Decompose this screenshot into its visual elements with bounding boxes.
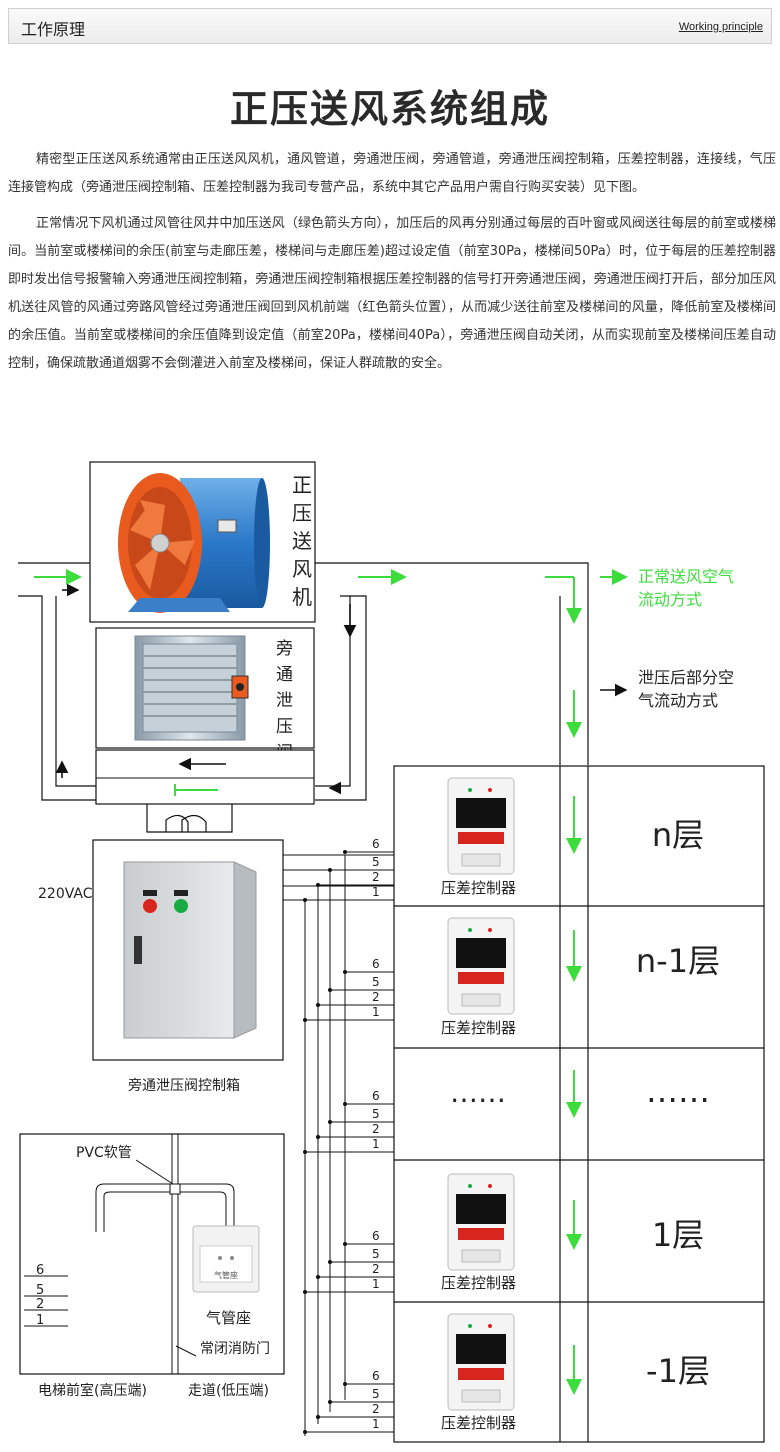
install-detail-lines: [24, 1134, 235, 1374]
paragraph-intro: 精密型正压送风系统通常由正压送风风机，通风管道，旁通泄压阀，旁通管道，旁通泄压阀…: [8, 152, 776, 195]
duct-lines: [18, 562, 589, 801]
control-box-image: [123, 861, 257, 1039]
wire-number: 1: [372, 1005, 380, 1019]
floor-labels: n层 n-1层 …… 1层 -1层: [636, 816, 720, 1390]
svg-text:正常送风空气: 正常送风空气: [638, 567, 734, 586]
svg-text:气管座: 气管座: [214, 1270, 238, 1280]
wire-number: 6: [372, 1089, 380, 1103]
controller-label: 压差控制器: [441, 1274, 516, 1292]
floor-label-n-1: n-1层: [636, 942, 720, 980]
front-room-label: 电梯前室(高压端): [38, 1382, 147, 1399]
fan-image: [118, 473, 270, 613]
wire-number: 6: [372, 837, 380, 851]
valve-image: [134, 635, 249, 741]
fan-label: 正 压 送 风 机: [292, 473, 312, 609]
svg-text:旁: 旁: [276, 639, 293, 659]
controller-label: 压差控制器: [441, 1019, 516, 1037]
wire-number: 6: [372, 957, 380, 971]
fire-door-label: 常闭消防门: [200, 1341, 270, 1357]
valve-label: 旁 通 泄 压 阀: [276, 639, 293, 763]
controller-dots: ……: [450, 1076, 506, 1109]
svg-text:机: 机: [292, 585, 312, 609]
pressure-controller-1: [447, 917, 515, 1015]
wire-number: 2: [372, 1262, 380, 1276]
valve-connector: [146, 804, 233, 833]
wire-number: 5: [372, 1387, 380, 1401]
pvc-label: PVC软管: [76, 1145, 132, 1161]
wire-number: 1: [372, 1417, 380, 1431]
power-label: 220VAC: [38, 886, 93, 902]
pressure-controller-0: [447, 777, 515, 875]
wire-number: 2: [372, 870, 380, 884]
pressure-controller-4: [447, 1313, 515, 1411]
svg-text:5: 5: [36, 1283, 44, 1298]
wire-number: 1: [372, 1277, 380, 1291]
section-subtitle-en[interactable]: Working principle: [678, 21, 763, 33]
wire-numbers: 6 521: [372, 957, 380, 1019]
main-title: 正压送风系统组成: [229, 87, 550, 131]
svg-text:泄压后部分空: 泄压后部分空: [638, 668, 734, 687]
svg-text:送: 送: [292, 529, 312, 553]
svg-text:风: 风: [292, 557, 312, 581]
floor-label-minus-1: -1层: [646, 1352, 710, 1390]
svg-text:压: 压: [276, 717, 293, 737]
wire-number: 6: [372, 1229, 380, 1243]
controller-label: 压差控制器: [441, 879, 516, 897]
svg-text:通: 通: [276, 665, 293, 685]
wire-numbers: 6 521: [372, 1089, 380, 1151]
floor-label-1: 1层: [652, 1216, 704, 1254]
section-title: 工作原理: [21, 20, 86, 39]
air-base-label: 气管座: [206, 1309, 251, 1327]
svg-text:1: 1: [36, 1313, 44, 1328]
wire-number: 1: [372, 1137, 380, 1151]
control-box-label: 旁通泄压阀控制箱: [128, 1077, 240, 1094]
wire-number: 2: [372, 1122, 380, 1136]
wire-numbers: 6 521: [372, 837, 380, 899]
svg-text:流动方式: 流动方式: [638, 590, 702, 609]
wire-numbers: 6 521: [372, 1229, 380, 1291]
wire-number: 2: [372, 1402, 380, 1416]
svg-text:压: 压: [292, 501, 312, 525]
wire-number: 1: [372, 885, 380, 899]
floor-label-dots: ……: [646, 1072, 710, 1110]
paragraph-principle: 正常情况下风机通过风管往风井中加压送风（绿色箭头方向），加压后的风再分别通过每层…: [8, 216, 776, 371]
wire-number: 5: [372, 1247, 380, 1261]
wire-numbers: 6 521: [372, 1369, 380, 1431]
detail-wire-numbers: 6 5 2 1: [36, 1263, 44, 1328]
svg-text:正: 正: [292, 473, 312, 497]
controller-label: 压差控制器: [441, 1414, 516, 1432]
section-header: 工作原理 Working principle: [8, 8, 772, 44]
floor-label-n: n层: [652, 816, 704, 854]
wire-number: 5: [372, 975, 380, 989]
wire-number: 5: [372, 855, 380, 869]
wire-number: 6: [372, 1369, 380, 1383]
wire-number: 5: [372, 1107, 380, 1121]
air-base-image: 气管座: [192, 1225, 260, 1293]
svg-text:泄: 泄: [276, 691, 293, 711]
airflow-arrows: [34, 569, 628, 1395]
corridor-label: 走道(低压端): [188, 1383, 269, 1399]
svg-text:2: 2: [36, 1297, 44, 1312]
wire-number: 2: [372, 990, 380, 1004]
svg-text:气流动方式: 气流动方式: [638, 691, 718, 710]
bypass-duct: [95, 749, 315, 805]
svg-text:6: 6: [36, 1263, 44, 1278]
legend: 正常送风空气 流动方式 泄压后部分空 气流动方式: [638, 567, 734, 710]
pressure-controller-3: [447, 1173, 515, 1271]
